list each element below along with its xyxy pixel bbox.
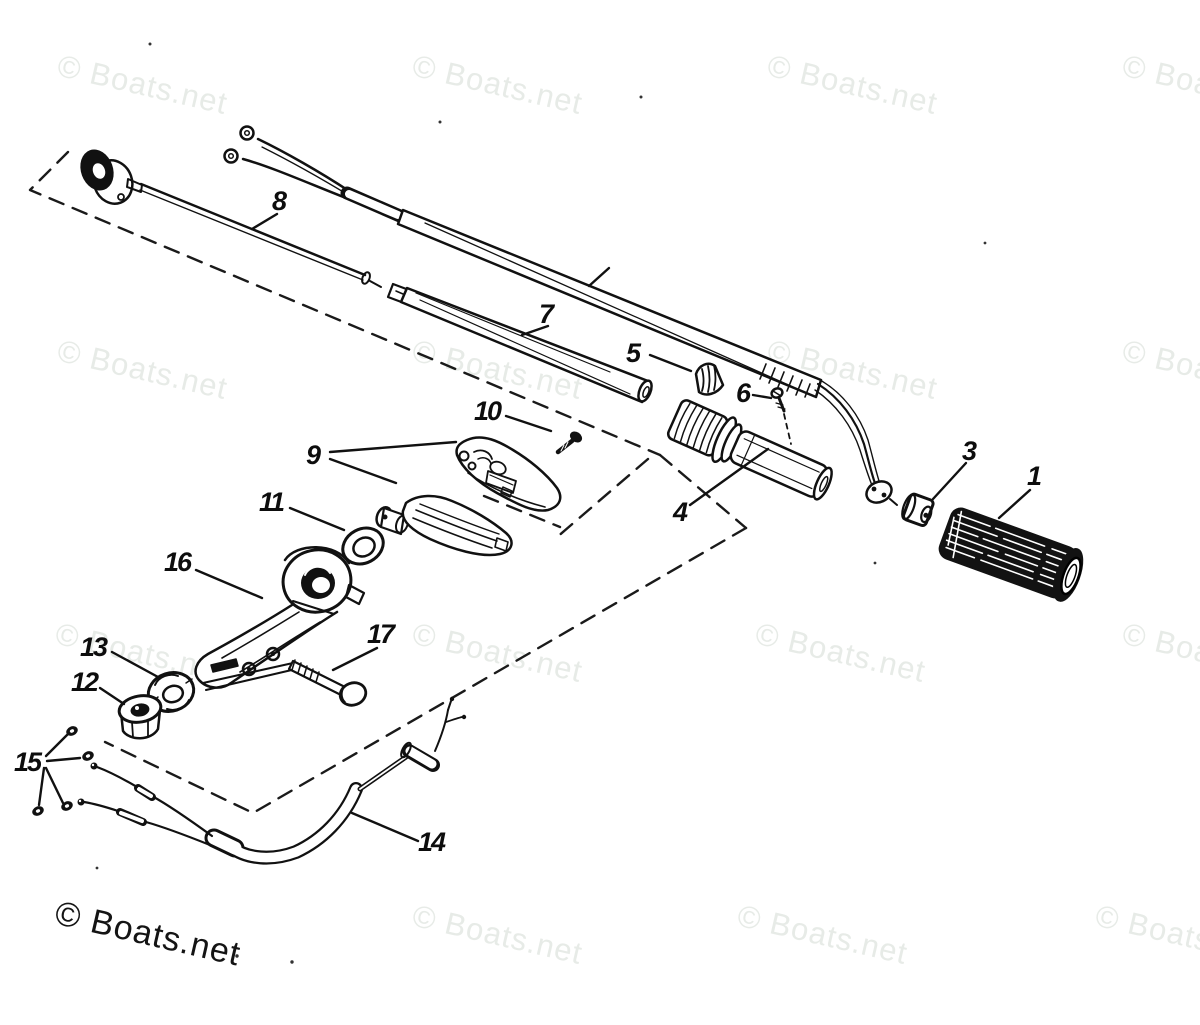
part-5-clamp [694,362,725,396]
specks [95,42,987,964]
part-16-bracket [194,546,366,691]
part-4-throttle-shaft [666,399,833,501]
harness-wires [223,125,407,223]
part-10-screw [555,431,583,455]
part-15-fasteners [32,726,94,816]
part-14-cable [77,696,467,865]
part-callout-10: 10 [474,396,502,426]
part-12-nut [117,694,163,740]
part-6-screw [770,387,792,445]
part-8-link-rod [80,149,382,288]
part-callout-5: 5 [626,338,641,368]
part-callout-11: 11 [259,487,285,517]
part-callout-9: 9 [306,440,321,470]
part-9-lower-housing [375,494,513,557]
part-callout-3: 3 [962,436,977,466]
part-callout-17: 17 [367,619,395,649]
part-callout-4: 4 [673,497,688,527]
dashed-outline [28,150,748,815]
part-callout-6: 6 [736,378,751,408]
part-7-tube [386,282,653,404]
part-callout-8: 8 [272,186,287,216]
part-3-bushing [901,492,935,528]
part-callout-1: 1 [1027,461,1042,491]
tiller-tube [396,208,898,506]
part-callout-16: 16 [164,547,192,577]
part-17-bolt [287,659,368,707]
part-callout-12: 12 [71,667,99,697]
part-callout-15: 15 [14,747,42,777]
leader-lines [37,212,1032,843]
part-callout-13: 13 [80,632,108,662]
part-callout-14: 14 [418,827,446,857]
part-9-upper-housing [455,436,562,512]
part-1-grip [938,507,1084,602]
part-callout-7: 7 [539,299,554,329]
